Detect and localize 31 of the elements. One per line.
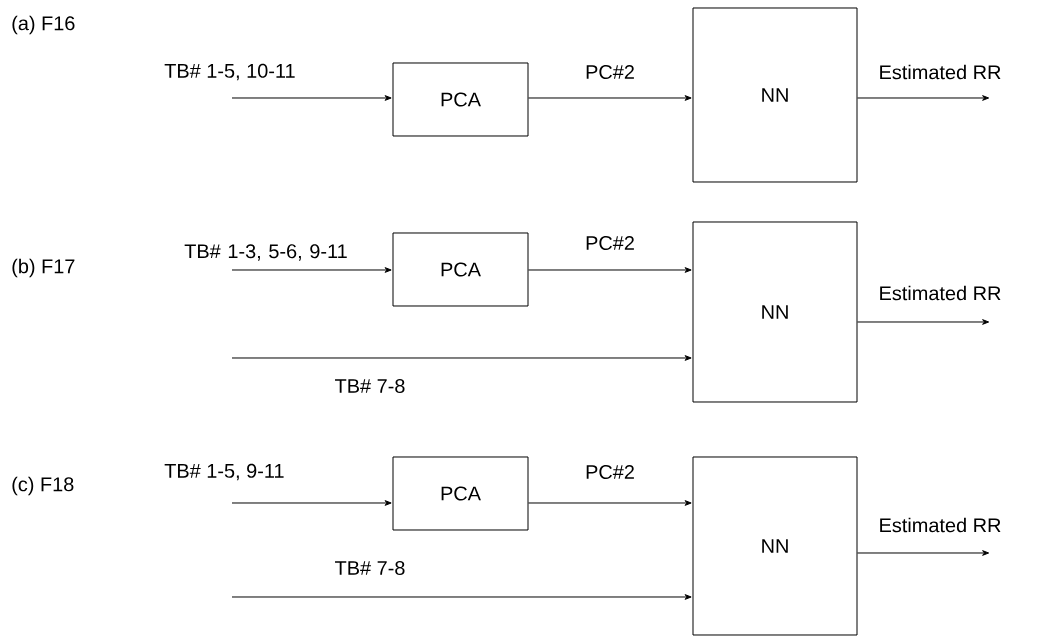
panel-label: (a) F16 — [12, 15, 75, 35]
edge-label: Estimated RR — [880, 285, 1001, 301]
process-box: PCA — [392, 232, 529, 307]
arrow — [857, 319, 990, 325]
arrow — [231, 594, 692, 600]
arrow — [528, 500, 692, 506]
edge-label: TB# 1-5, 10-11 — [164, 63, 295, 81]
edge-label: TB# 1-5, 9-11 — [164, 463, 284, 481]
arrow — [231, 267, 392, 273]
process-box: PCA — [392, 62, 529, 137]
panel-label: (b) F17 — [12, 258, 75, 278]
arrow — [857, 95, 990, 101]
process-box: NN — [692, 7, 858, 183]
arrow — [528, 95, 692, 101]
edge-label: PC#2 — [586, 235, 634, 251]
edge-label: TB# 1-3, 5-6, 9-11 — [184, 244, 347, 261]
edge-label: PC#2 — [586, 64, 634, 80]
arrow — [231, 355, 692, 361]
edge-label: Estimated RR — [880, 517, 1001, 533]
edge-label: PC#2 — [586, 464, 634, 480]
edge-label: TB# 7-8 — [335, 560, 405, 576]
process-box: NN — [692, 221, 858, 403]
process-box: PCA — [392, 456, 529, 531]
arrow — [231, 500, 392, 506]
edge-label: TB# 7-8 — [335, 378, 405, 394]
arrow — [231, 95, 392, 101]
process-box: NN — [692, 456, 858, 636]
edge-label: Estimated RR — [880, 64, 1001, 80]
arrow — [857, 550, 990, 556]
arrow — [528, 267, 692, 273]
panel-label: (c) F18 — [12, 476, 74, 496]
